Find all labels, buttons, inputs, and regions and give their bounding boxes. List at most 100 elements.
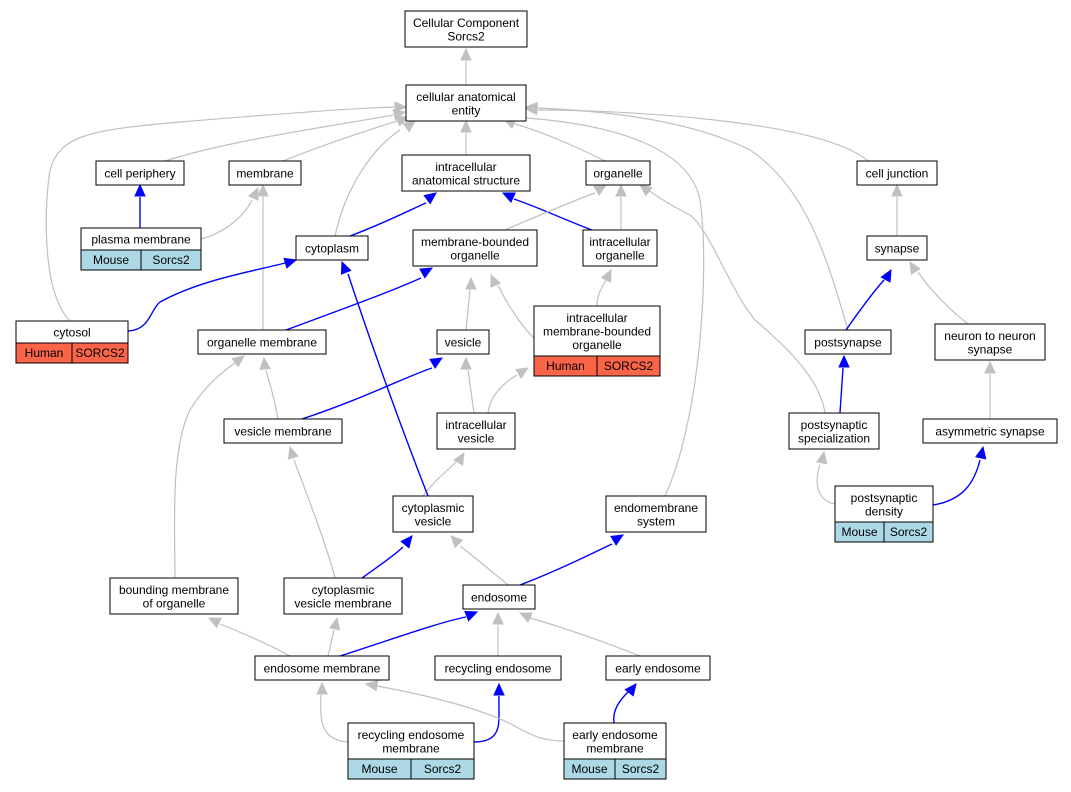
gene-label: Sorcs2 (424, 762, 462, 776)
node-cell-periphery[interactable]: cell periphery (95, 160, 185, 186)
edge-arrowhead (600, 268, 612, 283)
edge-cytoplasm-to-cellular_anatomical_entity (334, 120, 416, 237)
edge-line (285, 277, 422, 331)
node-vesicle-membrane[interactable]: vesicle membrane (223, 418, 343, 444)
node-synapse[interactable]: synapse (866, 235, 928, 261)
node-label: intracellular (445, 418, 506, 432)
node-label: cell periphery (104, 167, 175, 181)
edges-layer (45, 47, 996, 743)
node-vesicle[interactable]: vesicle (436, 329, 490, 355)
edge-cytoplasmic_vesicle_membrane-to-cytoplasmic_vesicle (361, 535, 413, 579)
node-box (605, 495, 707, 533)
edge-arrowhead (316, 681, 328, 695)
edge-arrowhead (518, 612, 533, 624)
node-box (412, 229, 538, 267)
node-label: postsynaptic (801, 418, 868, 432)
node-asymmetric-synapse[interactable]: asymmetric synapse (922, 418, 1058, 444)
edge-line (422, 461, 457, 497)
edge-line (293, 459, 336, 579)
edge-vesicle_membrane-to-organelle_membrane (259, 356, 279, 420)
node-label: endosome (471, 591, 527, 605)
node-cell-junction[interactable]: cell junction (856, 160, 938, 186)
node-label: vesicle (415, 514, 452, 528)
edge-membrane-to-cellular_anatomical_entity (282, 115, 410, 162)
edge-line (301, 367, 433, 420)
node-label: system (637, 514, 675, 528)
edge-arrowhead (524, 101, 538, 114)
node-organelle[interactable]: organelle (585, 160, 651, 186)
node-label: cytosol (53, 326, 90, 340)
edge-arrowhead (395, 115, 410, 127)
edge-organelle_membrane-to-membrane (257, 183, 269, 330)
node-box (856, 160, 938, 186)
edge-arrowhead (909, 260, 921, 275)
node-membrane[interactable]: membrane (228, 160, 302, 186)
gene-label: Sorcs2 (890, 525, 928, 539)
node-label: asymmetric synapse (935, 425, 1045, 439)
edge-arrowhead (400, 535, 413, 549)
node-box (582, 229, 658, 267)
edge-line (497, 284, 535, 339)
node-box (934, 323, 1046, 361)
edge-line (537, 109, 869, 162)
gene-cell (596, 355, 661, 377)
node-cytoplasm[interactable]: cytoplasm (295, 235, 369, 261)
node-box (109, 577, 239, 615)
node-box (436, 329, 490, 355)
edge-intracellular_mb_organelle-to-intracellular_organelle (596, 268, 612, 307)
edge-cytosol-to-cellular_anatomical_entity (45, 101, 408, 322)
node-organelle-membrane[interactable]: organelle membrane (197, 329, 327, 355)
gene-cell (71, 342, 129, 364)
node-label: intracellular (566, 311, 627, 325)
node-early-endosome[interactable]: early endosome (605, 655, 711, 681)
edge-line (45, 106, 395, 322)
edge-arrowhead (259, 356, 271, 370)
node-box (401, 154, 531, 192)
node-box (804, 329, 892, 355)
node-label: organelle (450, 248, 500, 262)
node-endosome[interactable]: endosome (462, 584, 536, 610)
edge-arrowhead (134, 183, 146, 197)
node-label: of organelle (143, 596, 206, 610)
node-intracellular-mb-organelle[interactable]: intracellularmembrane-boundedorganelleHu… (533, 305, 661, 377)
edge-postsynapse-to-cellular_anatomical_entity (524, 101, 849, 331)
node-box (392, 495, 474, 533)
edge-line (519, 543, 613, 586)
node-label: vesicle membrane (294, 596, 392, 610)
node-box (922, 418, 1058, 444)
node-endosome-membrane[interactable]: endosome membrane (254, 655, 390, 681)
node-recycling-endosome[interactable]: recycling endosome (434, 655, 562, 681)
gene-cell (140, 249, 202, 271)
node-box (254, 655, 390, 681)
node-postsynapse[interactable]: postsynapse (804, 329, 892, 355)
edge-postsynaptic_density-to-postsynaptic_specialization (816, 450, 836, 505)
edge-arrowhead (394, 101, 408, 113)
node-box (295, 235, 369, 261)
edge-line (917, 271, 969, 325)
node-label: cytoplasmic (402, 501, 465, 515)
edge-bounding_membrane-to-organelle_membrane (173, 355, 245, 579)
node-label: anatomical structure (412, 173, 520, 187)
edge-asymmetric_synapse-to-neuron_to_neuron_synapse (984, 360, 996, 419)
edge-line (513, 198, 593, 231)
edge-arrowhead (257, 183, 269, 197)
edge-line (349, 202, 427, 237)
node-label: recycling endosome (445, 662, 552, 676)
